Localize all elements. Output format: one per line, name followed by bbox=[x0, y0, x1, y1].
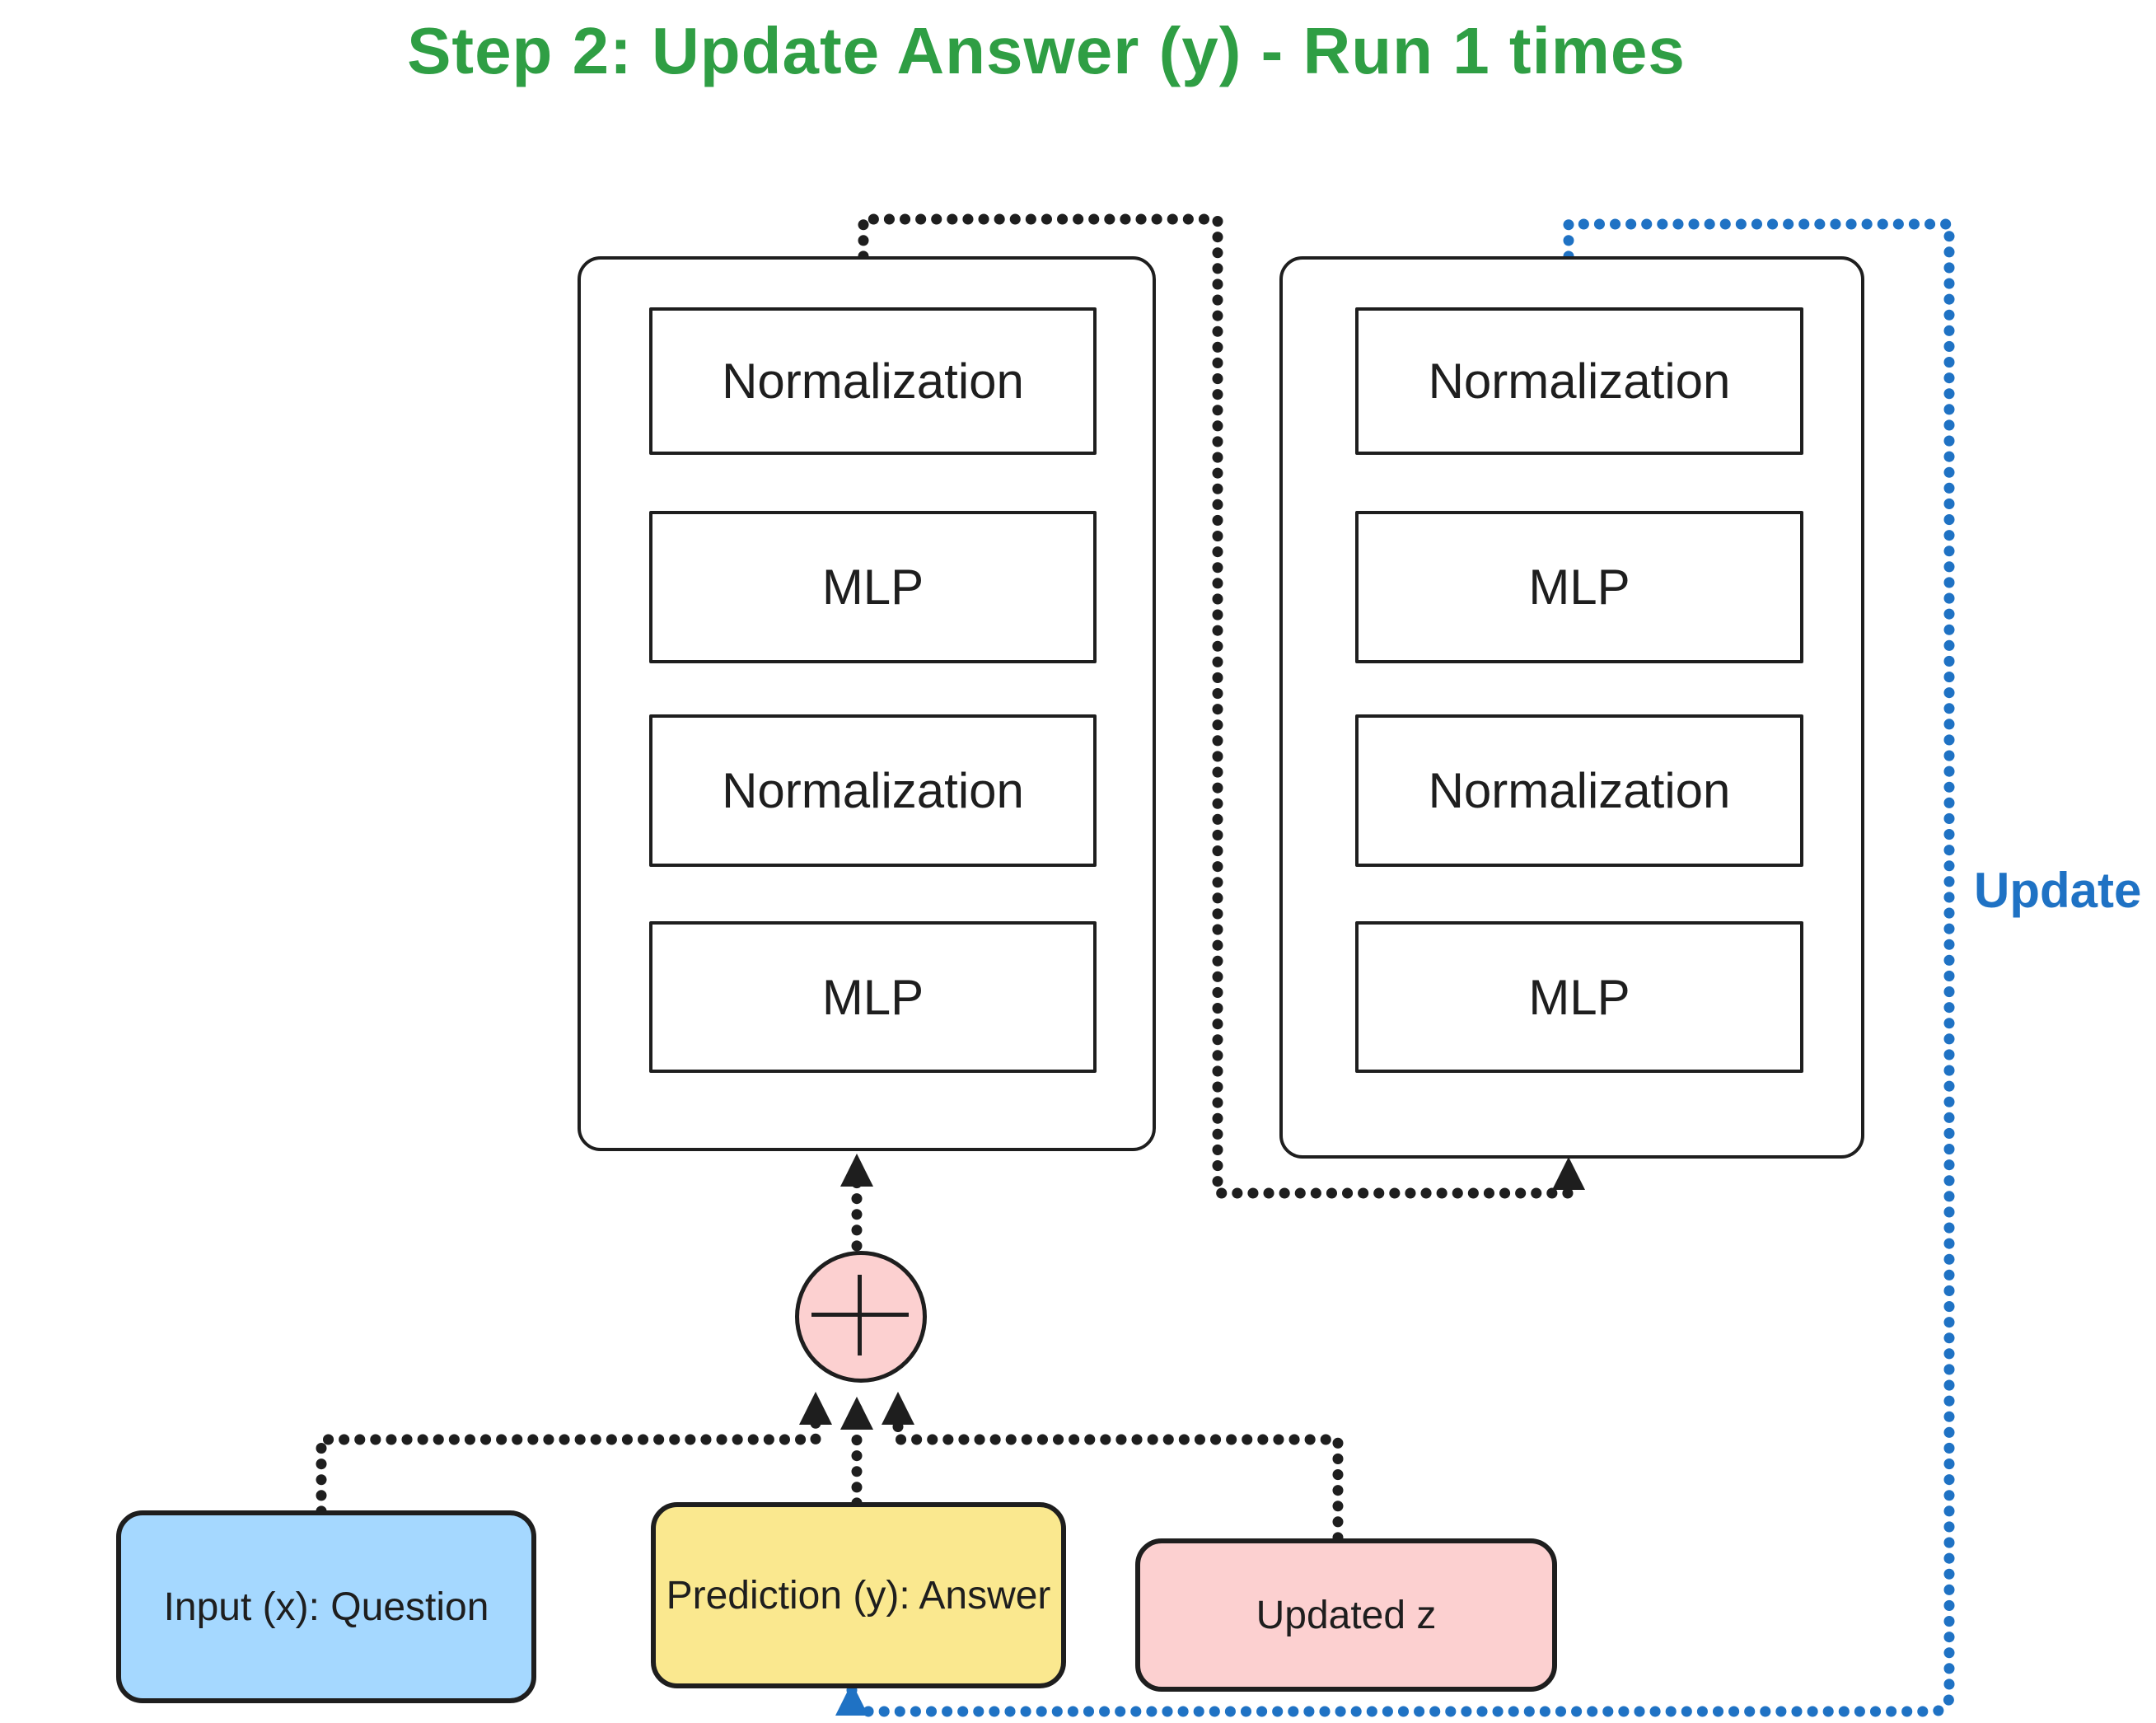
edge-updatedz-to-sum bbox=[881, 1391, 1344, 1543]
edge-input-to-sum bbox=[316, 1391, 833, 1517]
left-mlp-upper-box: MLP bbox=[649, 511, 1097, 663]
prediction-answer-box: Prediction (y): Answer bbox=[651, 1502, 1066, 1688]
update-edge-label: Update bbox=[1974, 863, 2142, 918]
edge-update-loop bbox=[835, 218, 1955, 1717]
left-norm-top-box: Normalization bbox=[649, 307, 1097, 455]
sum-node bbox=[795, 1251, 927, 1383]
edge-block1-to-block2 bbox=[858, 213, 1586, 1199]
right-norm-lower-box: Normalization bbox=[1355, 714, 1803, 867]
prediction-answer-label: Prediction (y): Answer bbox=[666, 1573, 1051, 1618]
updated-z-box: Updated z bbox=[1135, 1538, 1557, 1692]
input-question-label: Input (x): Question bbox=[163, 1585, 489, 1629]
input-question-box: Input (x): Question bbox=[116, 1510, 536, 1703]
left-mlp-lower-box: MLP bbox=[649, 921, 1097, 1073]
plus-icon bbox=[858, 1275, 862, 1355]
right-norm-top-box: Normalization bbox=[1355, 307, 1803, 455]
updated-z-label: Updated z bbox=[1256, 1593, 1437, 1637]
diagram-title: Step 2: Update Answer (y) - Run 1 times bbox=[407, 14, 1686, 87]
left-norm-lower-box: Normalization bbox=[649, 714, 1097, 867]
right-mlp-upper-box: MLP bbox=[1355, 511, 1803, 663]
right-mlp-lower-box: MLP bbox=[1355, 921, 1803, 1073]
